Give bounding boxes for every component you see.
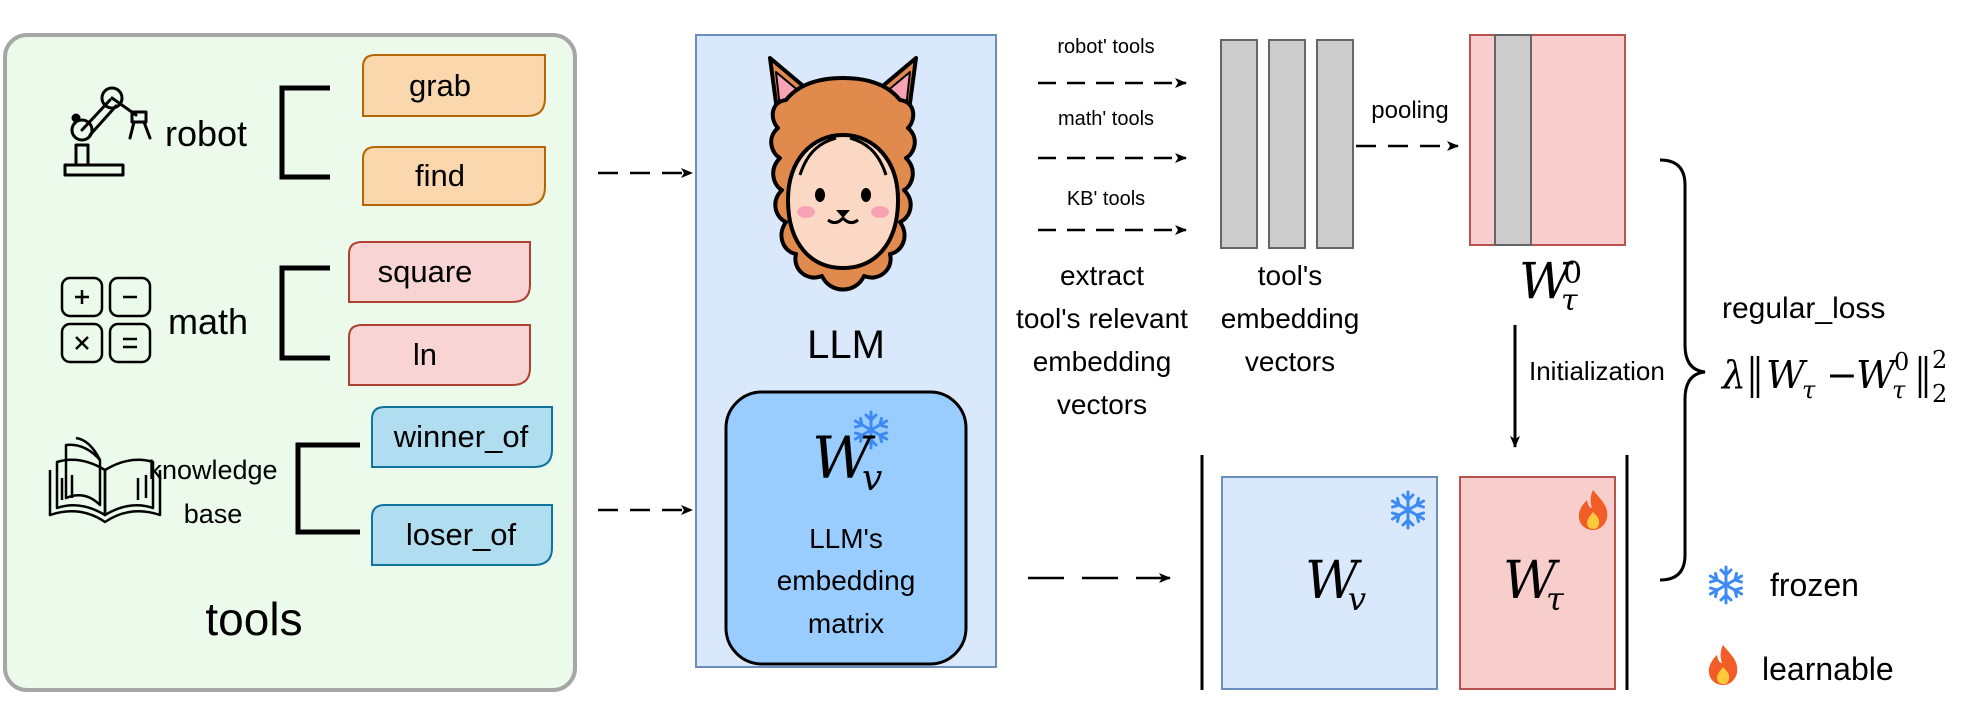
tools-title: tools <box>205 593 302 645</box>
loss-w2: W <box>1856 353 1898 397</box>
loss-minus: − <box>1826 353 1858 397</box>
robot-bracket <box>279 85 330 180</box>
matrix-symbol: W <box>812 424 876 492</box>
tool-label-loser-of: loser_of <box>406 517 517 552</box>
tool-label-grab: grab <box>409 68 471 103</box>
tool-box-square <box>348 241 531 303</box>
embedding-vector-3 <box>1316 39 1354 249</box>
arrow-label-robot: robot' tools <box>1057 36 1154 58</box>
llm-embedding-matrix <box>724 390 968 666</box>
extract-caption-line3: embedding <box>1033 346 1172 377</box>
combined-right-subscript: τ <box>1546 580 1565 618</box>
init-matrix-superscript: 0 <box>1563 256 1582 291</box>
loss-brace <box>1659 158 1706 582</box>
calculator-icon <box>60 276 152 364</box>
matrix-caption-line2: embedding <box>777 565 916 596</box>
extract-caption-line1: extract <box>1060 260 1144 291</box>
tool-label-find: find <box>415 158 465 193</box>
loss-label: regular_loss <box>1722 292 1885 325</box>
fire-icon <box>1708 645 1738 685</box>
arrow-label-kb: KB' tools <box>1067 188 1145 210</box>
tool-label-winner-of: winner_of <box>393 419 529 454</box>
snowflake-icon <box>1708 565 1744 605</box>
legend-learnable-label: learnable <box>1762 651 1894 687</box>
group-label-base: base <box>184 499 243 529</box>
arrow-label-math: math' tools <box>1058 108 1154 130</box>
group-label-robot: robot <box>165 113 247 154</box>
llm-label: LLM <box>807 323 885 367</box>
tool-box-winner-of <box>371 406 553 468</box>
matrix-subscript: v <box>862 458 882 499</box>
vectors-caption-line1: tool's <box>1258 260 1323 291</box>
loss-w2-subscript: τ <box>1892 376 1906 404</box>
matrix-caption-line1: LLM's <box>809 523 883 554</box>
init-matrix <box>1469 34 1626 246</box>
pooling-label: pooling <box>1371 97 1448 124</box>
pooled-vector <box>1494 34 1532 246</box>
loss-w1: W <box>1766 353 1808 397</box>
combined-left-symbol: W <box>1305 551 1362 611</box>
matrix-caption-line3: matrix <box>808 608 884 639</box>
loss-lambda: λ <box>1720 353 1746 397</box>
embedding-vector-1 <box>1220 39 1258 249</box>
math-bracket <box>279 265 330 361</box>
initialization-label: Initialization <box>1529 356 1665 386</box>
combined-left-subscript: v <box>1348 580 1366 618</box>
vectors-caption-line3: vectors <box>1245 346 1335 377</box>
loss-w1-subscript: τ <box>1802 376 1816 404</box>
loss-norm-superscript: 2 <box>1932 346 1947 374</box>
group-label-math: math <box>168 301 248 342</box>
tool-label-square: square <box>378 254 473 289</box>
kb-bracket <box>295 442 360 535</box>
legend-frozen-label: frozen <box>1770 567 1859 603</box>
init-matrix-subscript: τ <box>1561 283 1578 318</box>
tool-label-ln: ln <box>413 337 437 372</box>
group-label-knowledge: knowledge <box>148 455 277 485</box>
extract-caption-line4: vectors <box>1057 389 1147 420</box>
combined-right-symbol: W <box>1503 551 1560 611</box>
loss-formula: λ W τ − W τ 0 2 2 <box>1720 346 1947 408</box>
book-icon <box>48 436 162 524</box>
loss-norm-subscript: 2 <box>1932 380 1947 408</box>
tool-box-loser-of <box>371 504 553 566</box>
embedding-vector-2 <box>1268 39 1306 249</box>
tool-box-ln <box>348 324 531 386</box>
tool-box-grab <box>362 54 546 117</box>
init-matrix-symbol: W <box>1519 252 1574 310</box>
alpaca-icon <box>768 56 918 292</box>
extract-caption-line2: tool's relevant <box>1016 303 1188 334</box>
vectors-caption-line2: embedding <box>1221 303 1360 334</box>
tool-box-find <box>362 146 546 206</box>
robot-arm-icon <box>63 86 152 177</box>
loss-w2-superscript: 0 <box>1894 348 1909 376</box>
